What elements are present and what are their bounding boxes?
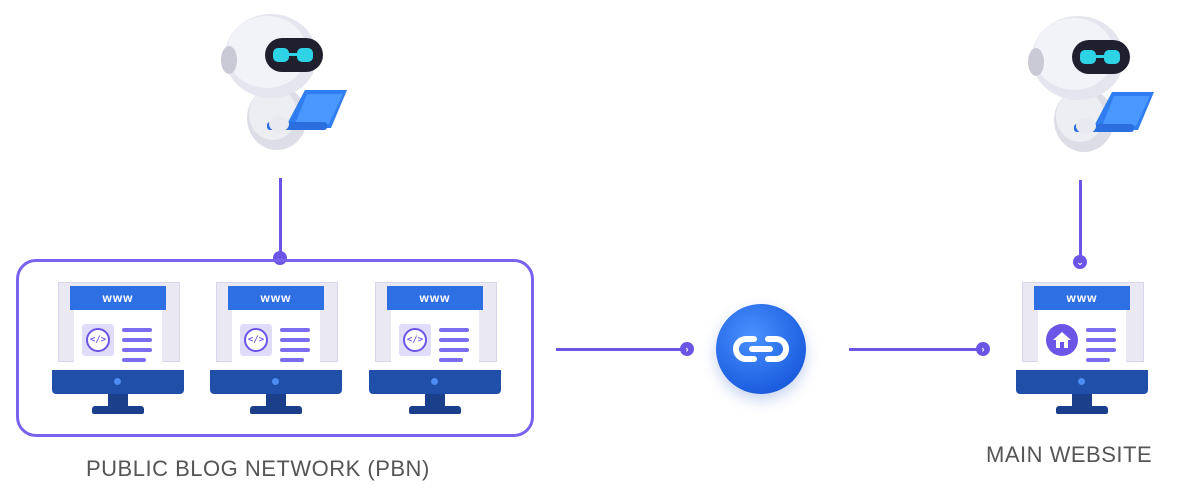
chevron-right-icon: › [680,342,694,356]
www-label: www [1034,286,1130,310]
code-icon: </> [403,328,427,352]
connector-pbn-to-link [556,348,684,351]
chevron-right-icon: › [976,342,990,356]
pbn-monitor-2: www </> [210,262,342,422]
home-icon [1046,324,1078,356]
www-label: www [387,286,483,310]
pbn-label: PUBLIC BLOG NETWORK (PBN) [86,456,430,482]
connector-left-vertical [279,178,282,252]
www-label: www [70,286,166,310]
robot-left [215,10,355,160]
connector-right-vertical [1079,180,1082,256]
code-icon: </> [244,328,268,352]
main-website-monitor: www [1016,262,1148,422]
robot-right [1022,12,1162,162]
code-icon: </> [86,328,110,352]
connector-link-to-main [849,348,979,351]
robot-with-laptop-icon [215,10,355,160]
www-label: www [228,286,324,310]
main-website-label: MAIN WEBSITE [986,442,1152,468]
link-icon [716,304,806,394]
robot-with-laptop-icon [1022,12,1162,162]
link-node [716,304,806,394]
pbn-monitor-3: www </> [369,262,501,422]
pbn-monitor-1: www </> [52,262,184,422]
